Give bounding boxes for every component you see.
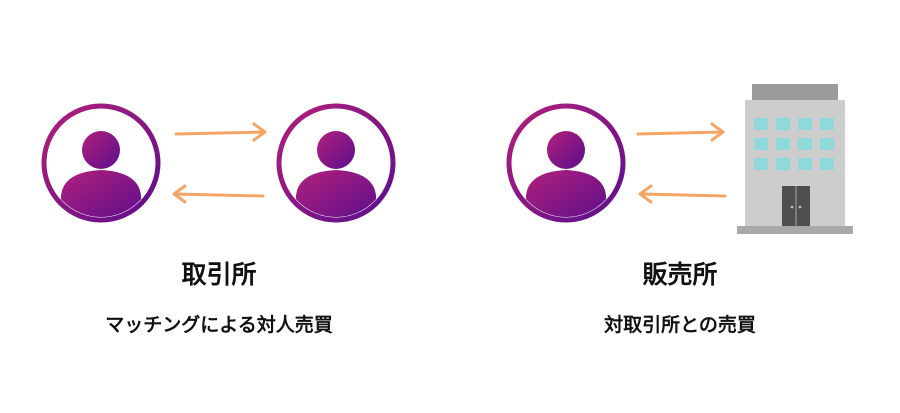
- office-building-icon: [737, 84, 853, 234]
- person-avatar-icon: [276, 103, 396, 223]
- person-avatar-icon: [506, 103, 626, 223]
- exchange-title: 取引所: [181, 260, 257, 289]
- arrow-right-icon: [174, 122, 267, 142]
- exchange-subtitle: マッチングによる対人売買: [105, 314, 333, 336]
- dealer-title: 販売所: [642, 260, 718, 289]
- person-avatar-icon: [41, 103, 161, 223]
- arrow-right-icon: [636, 122, 725, 142]
- arrow-left-icon: [638, 184, 727, 204]
- dealer-subtitle: 対取引所との売買: [604, 314, 756, 336]
- arrow-left-icon: [172, 184, 265, 204]
